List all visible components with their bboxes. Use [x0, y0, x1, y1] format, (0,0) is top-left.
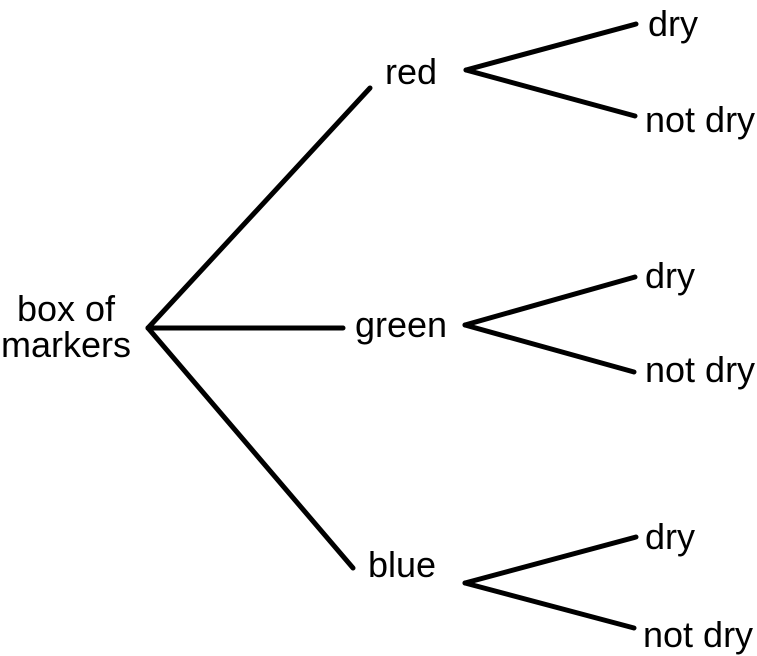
branch-line-red-dry [463, 21, 639, 73]
branch-line-green-not-dry [462, 322, 637, 375]
leaf-node-green-not-dry-label: not dry [645, 349, 756, 390]
branch-line-root-red [145, 85, 373, 331]
leaf-node-blue-not-dry-label: not dry [643, 614, 754, 655]
branch-line-green-dry [462, 274, 638, 328]
branch-line-root-blue [145, 325, 356, 571]
branch-line-blue-dry [462, 534, 639, 586]
branch-line-red-not-dry [463, 67, 638, 119]
leaf-node-blue-dry-label: dry [645, 516, 696, 557]
branch-line-blue-not-dry [462, 580, 637, 631]
branch-node-red-label: red [385, 51, 438, 92]
branch-node-blue-label: blue [368, 544, 437, 585]
leaf-node-red-not-dry-label: not dry [645, 99, 756, 140]
leaf-node-red-dry-label: dry [648, 3, 699, 44]
root-node-label: box of markers [0, 288, 131, 365]
leaf-node-green-dry-label: dry [645, 255, 696, 296]
branch-node-green-label: green [355, 304, 448, 345]
